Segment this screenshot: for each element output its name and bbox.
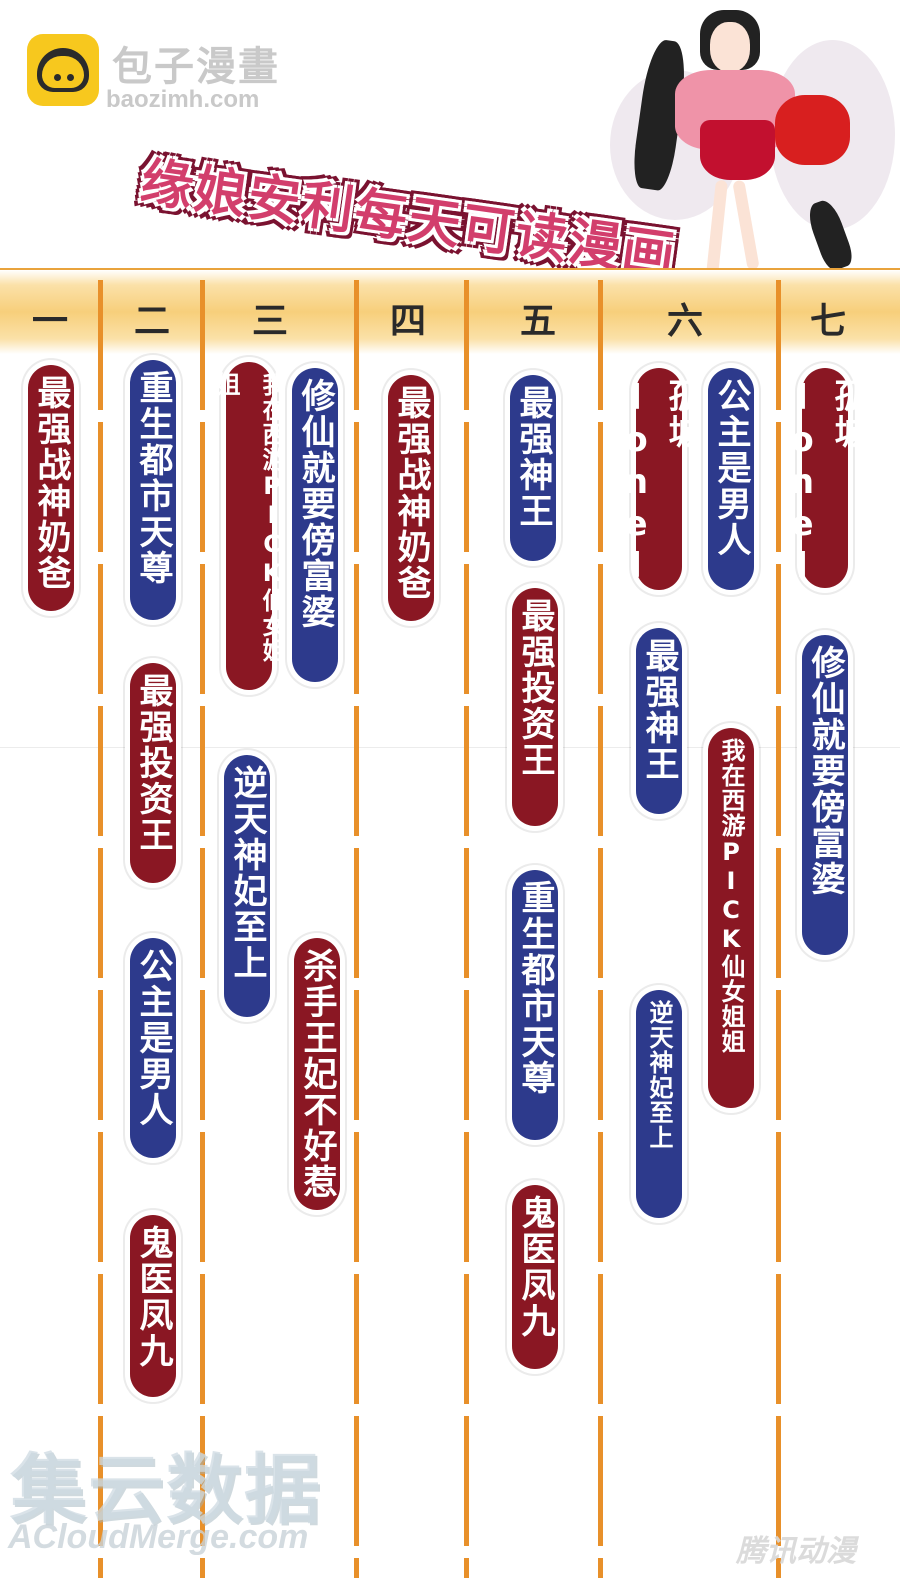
row-guide-line <box>0 747 900 748</box>
day-label-sun: 七 <box>809 301 846 342</box>
comic-title-pill[interactable]: 我在西游PICK仙女姐姐 <box>708 728 754 1108</box>
weekday-header <box>0 270 900 354</box>
day-label-mon: 一 <box>31 301 68 342</box>
comic-title-pill[interactable]: 逆天神妃至上 <box>636 990 682 1218</box>
day-label-thu: 四 <box>389 301 426 342</box>
column-divider <box>354 280 359 1578</box>
comic-title-pill[interactable]: 孤城lonely <box>616 368 702 630</box>
header-top-line <box>0 268 900 271</box>
comic-title-pill[interactable]: 最强神王 <box>636 628 682 814</box>
day-label-wed: 三 <box>251 301 288 342</box>
day-label-tue: 二 <box>133 301 170 342</box>
site-logo-icon <box>27 34 99 106</box>
comic-title-pill[interactable]: 杀手王妃不好惹 <box>294 938 340 1210</box>
comic-title-pill[interactable]: 最强战神奶爸 <box>28 365 74 611</box>
comic-title-pill[interactable]: 鬼医凤九 <box>130 1215 176 1397</box>
character-illustration <box>600 0 900 320</box>
comic-title-pill[interactable]: 孤城lonely <box>782 368 868 630</box>
column-divider <box>464 280 469 1578</box>
comic-title-pill[interactable]: 重生都市天尊 <box>130 360 176 620</box>
comic-title-pill[interactable]: 鬼医凤九 <box>512 1185 558 1369</box>
comic-title-pill[interactable]: 最强神王 <box>510 375 556 561</box>
banner-title: 缘娘安利每天可读漫画 <box>137 152 681 287</box>
comic-title-pill[interactable]: 公主是男人 <box>130 938 176 1158</box>
comic-title-pill[interactable]: 最强投资王 <box>130 663 176 883</box>
column-divider <box>200 280 205 1578</box>
site-url: baozimh.com <box>106 86 260 113</box>
comic-title-pill[interactable]: 公主是男人 <box>708 368 754 590</box>
comic-title-pill[interactable]: 逆天神妃至上 <box>224 755 270 1017</box>
column-divider <box>98 280 103 1578</box>
comic-title-pill[interactable]: 我在西游PICK仙女姐姐 <box>212 362 286 690</box>
comic-title-pill[interactable]: 最强战神奶爸 <box>388 375 434 621</box>
site-name: 包子漫畫 <box>112 44 280 90</box>
watermark-corner: 腾讯动漫 <box>736 1534 856 1569</box>
comic-title-pill[interactable]: 最强投资王 <box>512 588 558 826</box>
watermark-en: ACloudMerge.com <box>8 1518 309 1556</box>
comic-title-pill[interactable]: 修仙就要傍富婆 <box>802 635 848 955</box>
column-divider <box>776 280 781 1578</box>
watermark-cn: 集云数据 <box>10 1445 322 1534</box>
comic-title-pill[interactable]: 重生都市天尊 <box>512 870 558 1140</box>
column-divider <box>598 280 603 1578</box>
comic-title-pill[interactable]: 修仙就要傍富婆 <box>292 368 338 682</box>
day-label-fri: 五 <box>519 301 556 342</box>
day-label-sat: 六 <box>666 301 703 342</box>
